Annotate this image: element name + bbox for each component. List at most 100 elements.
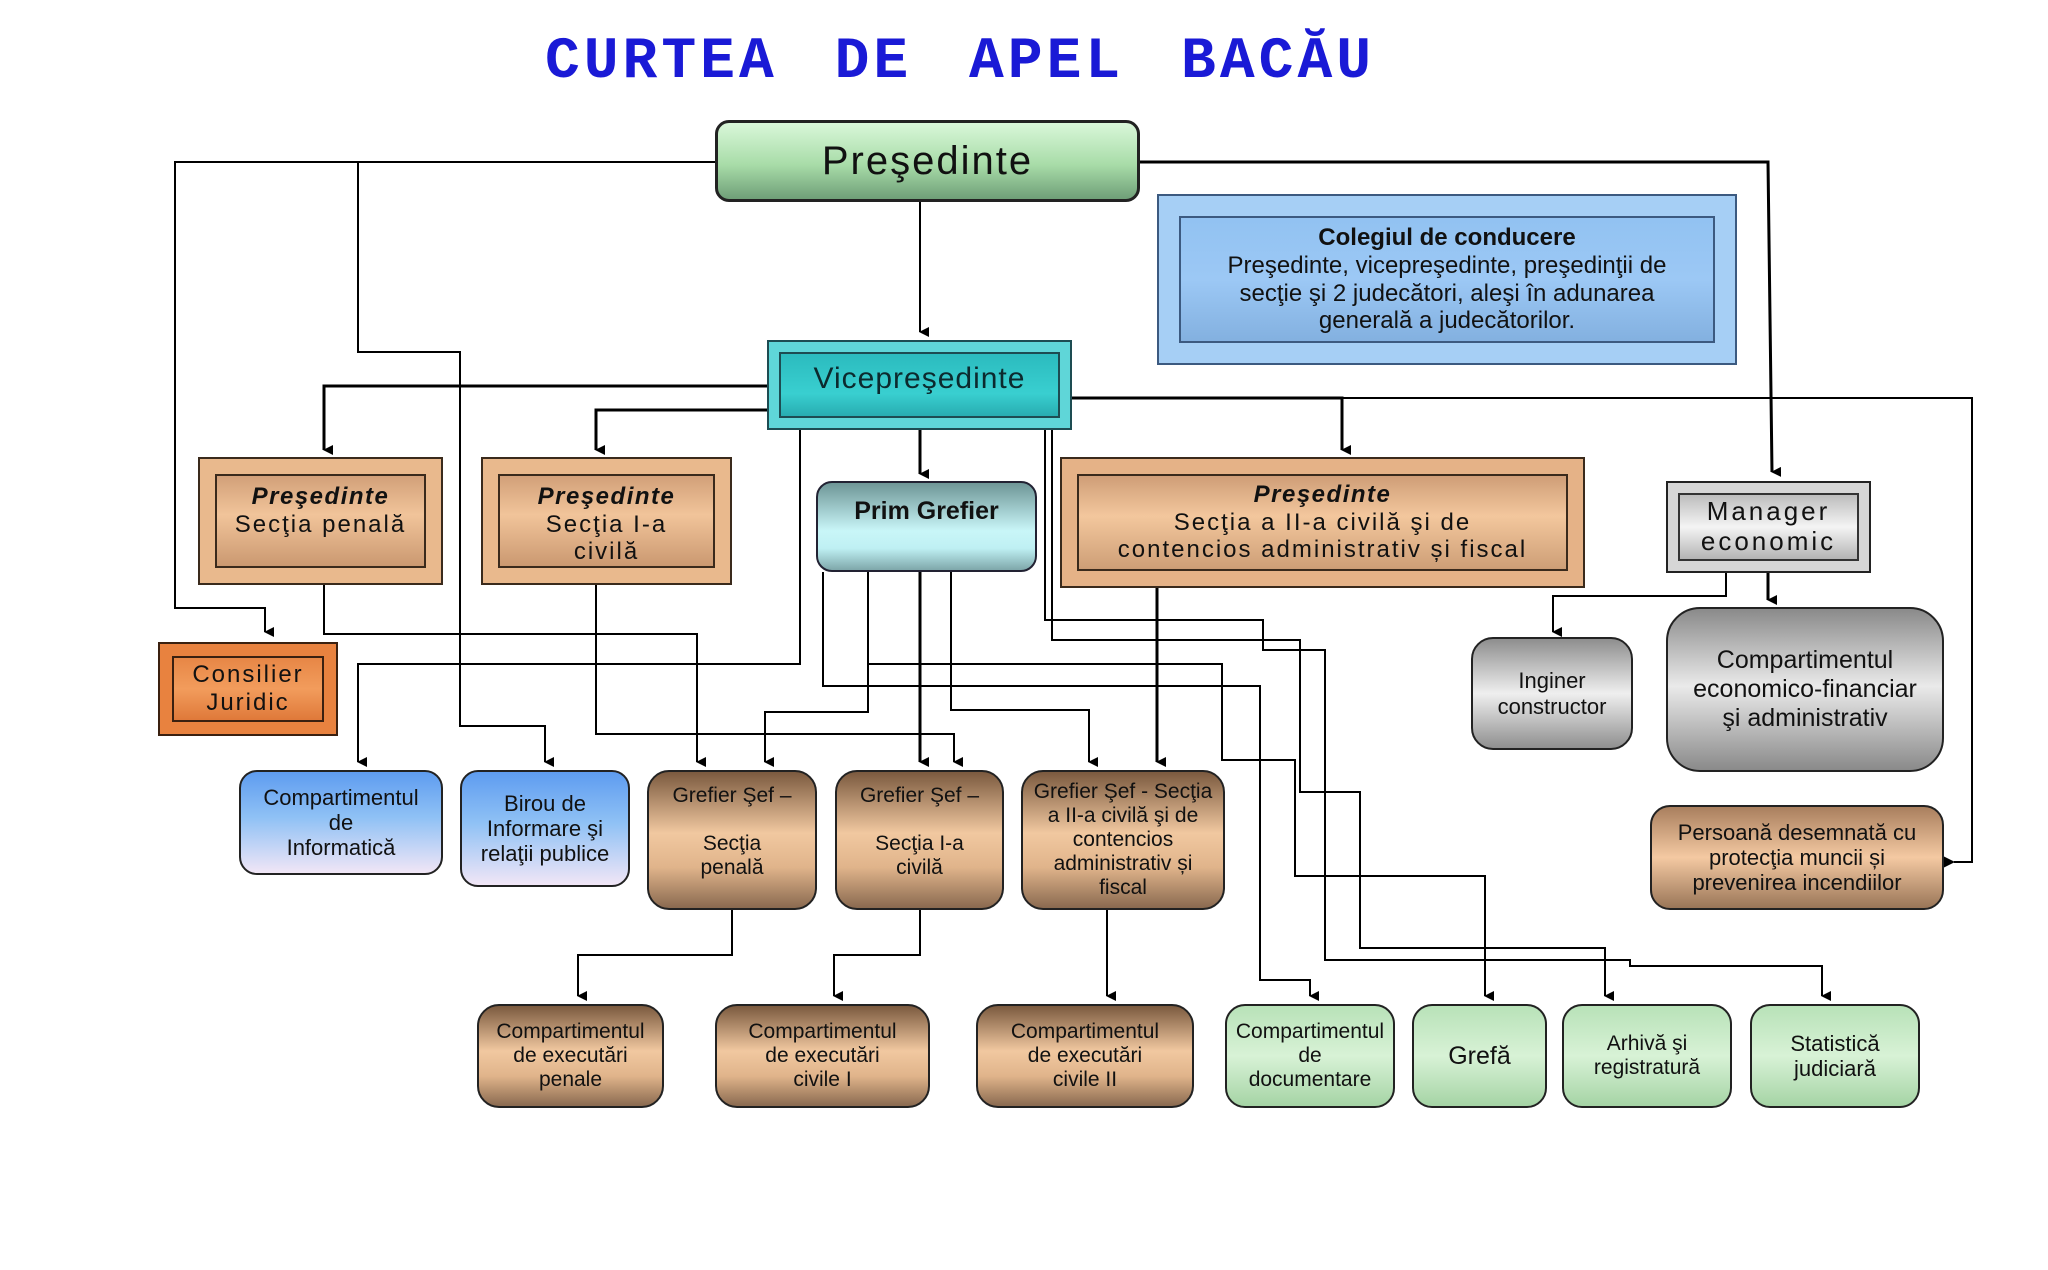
node-line: Informatică (286, 835, 396, 861)
node-title: Preşedinte (251, 483, 390, 510)
node-line: Secţia a II-a civilă şi de (1173, 508, 1472, 536)
edge-pres-civila1-gs (595, 585, 963, 767)
node-line: economico-financiar (1693, 675, 1917, 704)
node-birou-informare[interactable]: Birou de Informare şi relaţii publice (460, 770, 630, 887)
node-line: registratură (1593, 1056, 1701, 1079)
node-consilier-juridic[interactable]: Consilier Juridic (158, 642, 338, 736)
node-line: Compartimentul (1716, 646, 1894, 675)
node-vicepresedinte-label: Vicepreşedinte (813, 362, 1026, 395)
node-compartimentul-informatica[interactable]: Compartimentul de Informatică (239, 770, 443, 875)
node-line: de (1298, 1043, 1322, 1067)
colegiul-line: Preşedinte, vicepreşedinte, preşedinţii … (1227, 251, 1667, 279)
edge-prim-documentare (822, 572, 1319, 1001)
node-presedinte-label: Preşedinte (821, 139, 1034, 183)
node-line: civile II (1052, 1068, 1118, 1092)
node-line: penală (700, 856, 764, 880)
node-arhiva-registratura[interactable]: Arhivă şi registratură (1562, 1004, 1732, 1108)
edge-pres-penala-gs (323, 585, 706, 767)
node-line: civilă (896, 856, 943, 880)
node-line: relaţii publice (480, 841, 610, 867)
node-line: Compartimentul (263, 784, 419, 810)
node-grefier-sef-civila-1[interactable]: Grefier Şef – Secţia I-a civilă (835, 770, 1004, 910)
node-line: documentare (1248, 1068, 1372, 1092)
node-grefier-sef-civila-2[interactable]: Grefier Şef - Secţia a II-a civilă şi de… (1021, 770, 1225, 910)
node-line: Manager (1706, 496, 1831, 527)
node-presedinte-sectia-civila-1[interactable]: Preşedinte Secţia I-a civilă (481, 457, 732, 585)
node-presedinte-sectia-penala[interactable]: Preşedinte Secţia penală (198, 457, 443, 585)
node-line: Secţia (702, 832, 762, 856)
node-line: Grefă (1448, 1041, 1511, 1070)
node-presedinte[interactable]: Preşedinte (715, 120, 1140, 202)
edge-presedinte-birou (357, 162, 554, 767)
node-executari-civile-1[interactable]: Compartimentul de executări civile I (715, 1004, 930, 1108)
colegiul-line: generală a judecătorilor. (1318, 307, 1576, 335)
edge-vice-pres-civila2 (1072, 396, 1351, 455)
node-vicepresedinte[interactable]: Vicepreşedinte (767, 340, 1072, 430)
colegiul-line: secţie şi 2 judecători, aleşi în adunare… (1239, 279, 1655, 307)
node-line: civile I (793, 1068, 852, 1092)
node-line: Secţia penală (234, 510, 407, 538)
colegiul-heading: Colegiul de conducere (1318, 224, 1576, 252)
node-line: Secţia I-a (875, 832, 964, 856)
node-manager-economic[interactable]: Manager economic (1666, 481, 1871, 573)
node-title: Preşedinte (537, 483, 676, 510)
edge-gs-penala-exec (577, 910, 733, 1001)
node-line: protecţia muncii și (1708, 844, 1886, 870)
node-line: Juridic (206, 689, 290, 716)
node-line: Informare şi (486, 815, 604, 841)
node-title: Preşedinte (1253, 481, 1392, 509)
node-colegiul-de-conducere[interactable]: Colegiul de conducere Preşedinte, vicepr… (1157, 194, 1737, 365)
node-line: Compartimentul (748, 1019, 897, 1043)
node-line: prevenirea incendiilor (1692, 870, 1902, 896)
node-persoana-protectia-muncii[interactable]: Persoană desemnată cu protecţia muncii ș… (1650, 805, 1944, 910)
node-line: civilă (573, 538, 640, 566)
node-line: de executări (513, 1043, 628, 1067)
node-line: Birou de (504, 790, 586, 816)
node-line: de (328, 809, 354, 835)
node-grefa[interactable]: Grefă (1412, 1004, 1547, 1108)
node-line: Grefier Şef - Secţia (1033, 779, 1213, 803)
node-prim-grefier[interactable]: Prim Grefier (816, 481, 1037, 572)
edge-presedinte-manager (1140, 160, 1782, 477)
node-line: Compartimentul (1235, 1019, 1385, 1043)
edge-manager-inginer (1552, 573, 1727, 637)
node-line: Compartimentul (1010, 1019, 1160, 1043)
node-line: Grefier Şef – (859, 784, 980, 807)
edge-vice-pres-penala (322, 384, 767, 455)
node-compartimentul-economico-financiar[interactable]: Compartimentul economico-financiar şi ad… (1666, 607, 1944, 772)
node-line: judiciară (1794, 1056, 1876, 1081)
node-line: de executări (765, 1043, 880, 1067)
node-line: fiscal (1099, 876, 1147, 900)
node-line: economic (1700, 526, 1837, 556)
node-line: Inginer (1518, 668, 1586, 694)
node-prim-grefier-label: Prim Grefier (854, 497, 999, 525)
node-line: contencios administrativ și fiscal (1117, 536, 1528, 564)
chart-title: CURTEA DE APEL BACĂU (544, 30, 1376, 95)
node-line: Grefier Şef – (672, 784, 792, 807)
node-line: a II-a civilă şi de (1047, 803, 1199, 827)
node-statistica-judiciara[interactable]: Statistică judiciară (1750, 1004, 1920, 1108)
node-presedinte-sectia-civila-2[interactable]: Preşedinte Secţia a II-a civilă şi de co… (1060, 457, 1585, 588)
node-grefier-sef-penala[interactable]: Grefier Şef – Secţia penală (647, 770, 817, 910)
edge-prim-grefa (867, 572, 1494, 1001)
node-executari-penale[interactable]: Compartimentul de executări penale (477, 1004, 664, 1108)
node-line: Consilier (192, 661, 304, 689)
node-line: Secţia I-a (545, 510, 668, 538)
node-line: penale (538, 1068, 603, 1092)
edge-presedinte-consilier (174, 161, 715, 637)
node-compartimentul-documentare[interactable]: Compartimentul de documentare (1225, 1004, 1395, 1108)
node-inginer-constructor[interactable]: Inginer constructor (1471, 637, 1633, 750)
edge-vice-persoana (1072, 397, 1973, 869)
node-line: de executări (1027, 1043, 1143, 1067)
node-line: Compartimentul (496, 1019, 645, 1043)
edge-gs-civila1-exec (833, 910, 921, 1001)
edge-vice-comp-info (357, 430, 801, 767)
edge-vice-statistica (1044, 430, 1831, 1001)
edge-vice-pres-civila1 (594, 408, 767, 455)
node-line: Persoană desemnată cu (1677, 819, 1917, 845)
node-line: Arhivă şi (1606, 1031, 1688, 1055)
edge-prim-gs-civila2 (950, 572, 1098, 767)
node-executari-civile-2[interactable]: Compartimentul de executări civile II (976, 1004, 1194, 1108)
node-line: constructor (1497, 693, 1607, 719)
